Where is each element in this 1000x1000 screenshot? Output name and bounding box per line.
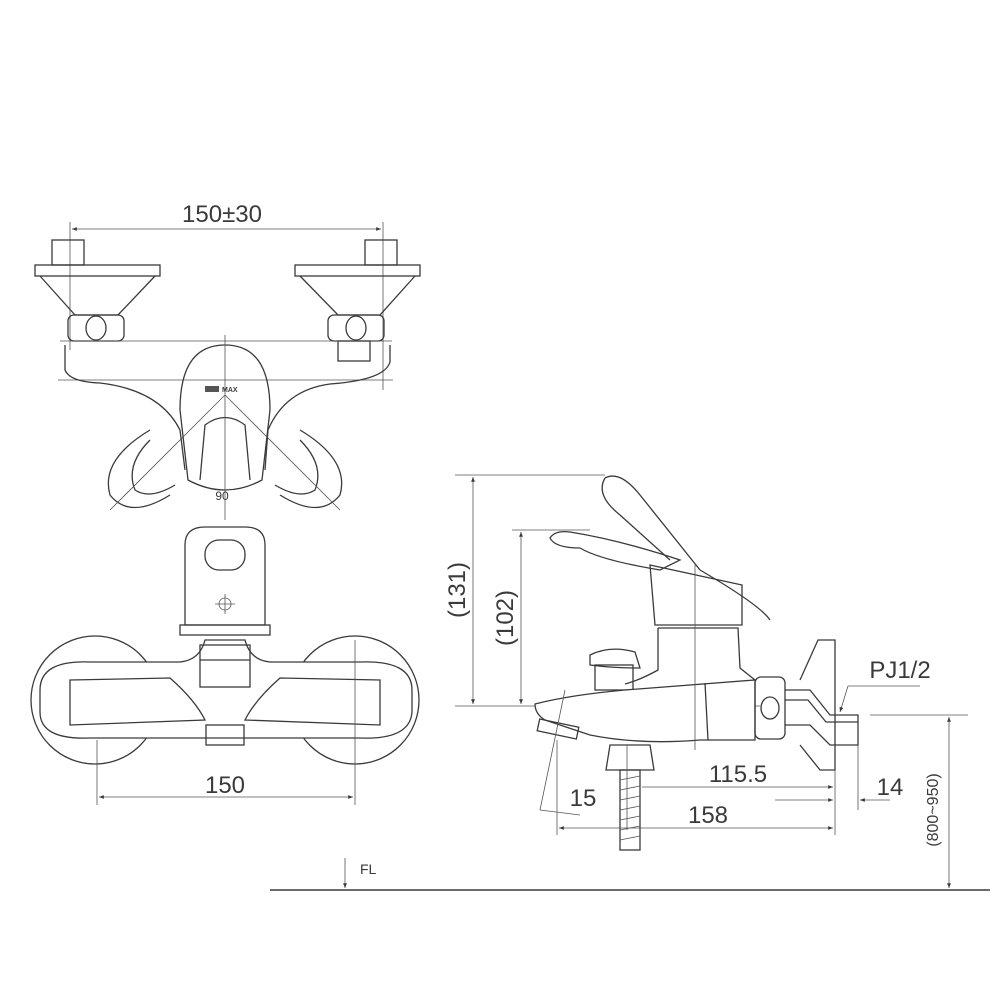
offset-14: 14 — [877, 774, 904, 801]
floor-line: FL — [270, 858, 990, 891]
depth-115-5: 115.5 — [709, 761, 767, 788]
dimension-150-30: 150±30 — [182, 201, 262, 228]
side-view: (131) (102) 115.5 158 15 — [444, 474, 968, 888]
front-view: 150 — [30, 526, 420, 805]
height-102: (102) — [492, 590, 519, 646]
height-131: (131) — [444, 562, 471, 618]
offset-15: 15 — [570, 785, 597, 812]
install-height: (800~950) — [925, 773, 942, 846]
dimension-150: 150 — [205, 772, 245, 799]
left-wall-mount — [34, 239, 161, 342]
right-wall-mount — [294, 239, 421, 362]
depth-158: 158 — [688, 802, 728, 829]
lever-indicator-icon — [205, 386, 219, 392]
top-view: 150±30 MAX 90 — [34, 201, 421, 520]
floor-label: FL — [360, 861, 377, 877]
max-mark: MAX — [222, 387, 238, 394]
connection-pj1-2: PJ1/2 — [869, 657, 930, 684]
angle-label: 90 — [215, 489, 229, 503]
